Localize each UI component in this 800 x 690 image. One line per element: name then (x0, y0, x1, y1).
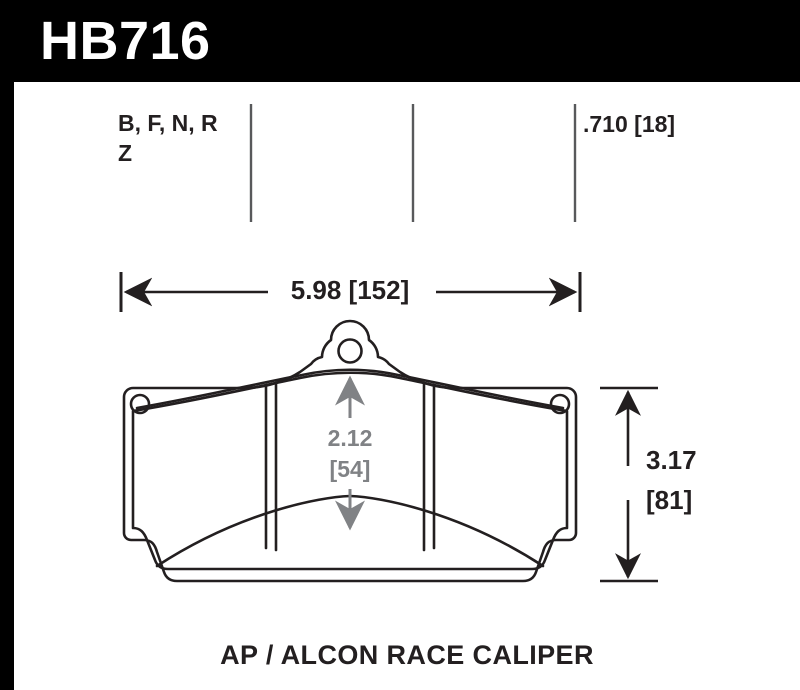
left-ear-hole (129, 393, 151, 415)
top-tab-hole (337, 338, 363, 364)
friction-upper-arc (135, 368, 565, 410)
overall-height-dimension-group (600, 386, 658, 583)
header-band (0, 0, 800, 82)
width-dimension-group (119, 272, 582, 312)
caliper-caption: AP / ALCON RACE CALIPER (220, 640, 594, 670)
brake-pad-outline-group (122, 319, 578, 583)
left-border-rail (0, 82, 14, 690)
part-number-title: HB716 (40, 11, 211, 71)
width-dimension-label: 5.98 [152] (290, 275, 410, 305)
edge-view-section-lines (249, 104, 577, 222)
right-groove (422, 381, 436, 552)
left-groove (264, 381, 278, 552)
compound-codes-label: B, F, N, R Z (118, 110, 218, 166)
right-ear-hole (549, 393, 571, 415)
overall-height-dimension-label: 3.17 [81] (646, 445, 697, 515)
friction-height-dimension-label: 2.12 [54] (327, 425, 373, 482)
thickness-dimension-label: .710 [18] (583, 111, 676, 137)
